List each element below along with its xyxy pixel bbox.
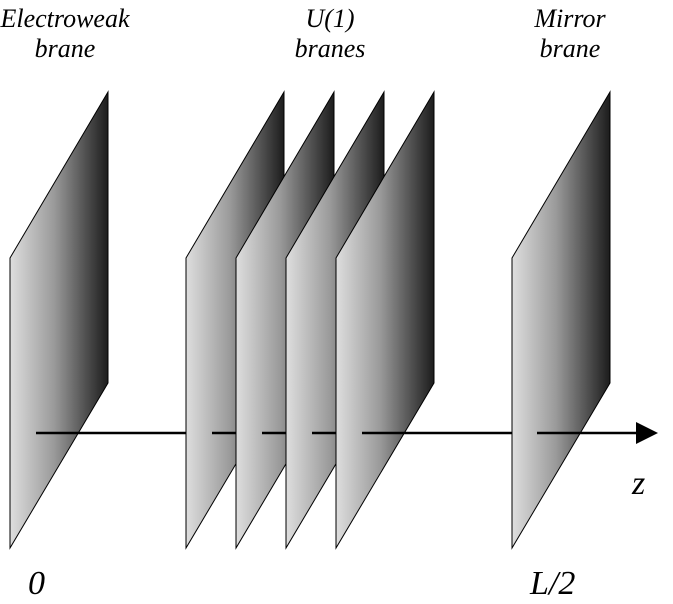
u1-brane bbox=[335, 90, 435, 550]
u1-label-line2: branes bbox=[294, 34, 366, 63]
electroweak-label-line1: Electroweak bbox=[0, 4, 130, 33]
electroweak-label: Electroweak brane bbox=[0, 4, 130, 64]
z-axis-arrowhead bbox=[636, 422, 658, 444]
tick-label-zero: 0 bbox=[28, 565, 45, 602]
mirror-label: Mirror brane bbox=[515, 4, 625, 64]
mirror-label-line1: Mirror bbox=[534, 4, 606, 33]
z-axis-label: z bbox=[632, 465, 646, 502]
mirror-label-line2: brane bbox=[539, 34, 601, 63]
electroweak-brane bbox=[9, 90, 109, 550]
mirror-brane bbox=[511, 90, 611, 550]
u1-label: U(1) branes bbox=[270, 4, 390, 64]
electroweak-label-line2: brane bbox=[34, 34, 96, 63]
tick-label-half-length: L/2 bbox=[530, 565, 576, 602]
u1-label-line1: U(1) bbox=[305, 4, 355, 33]
